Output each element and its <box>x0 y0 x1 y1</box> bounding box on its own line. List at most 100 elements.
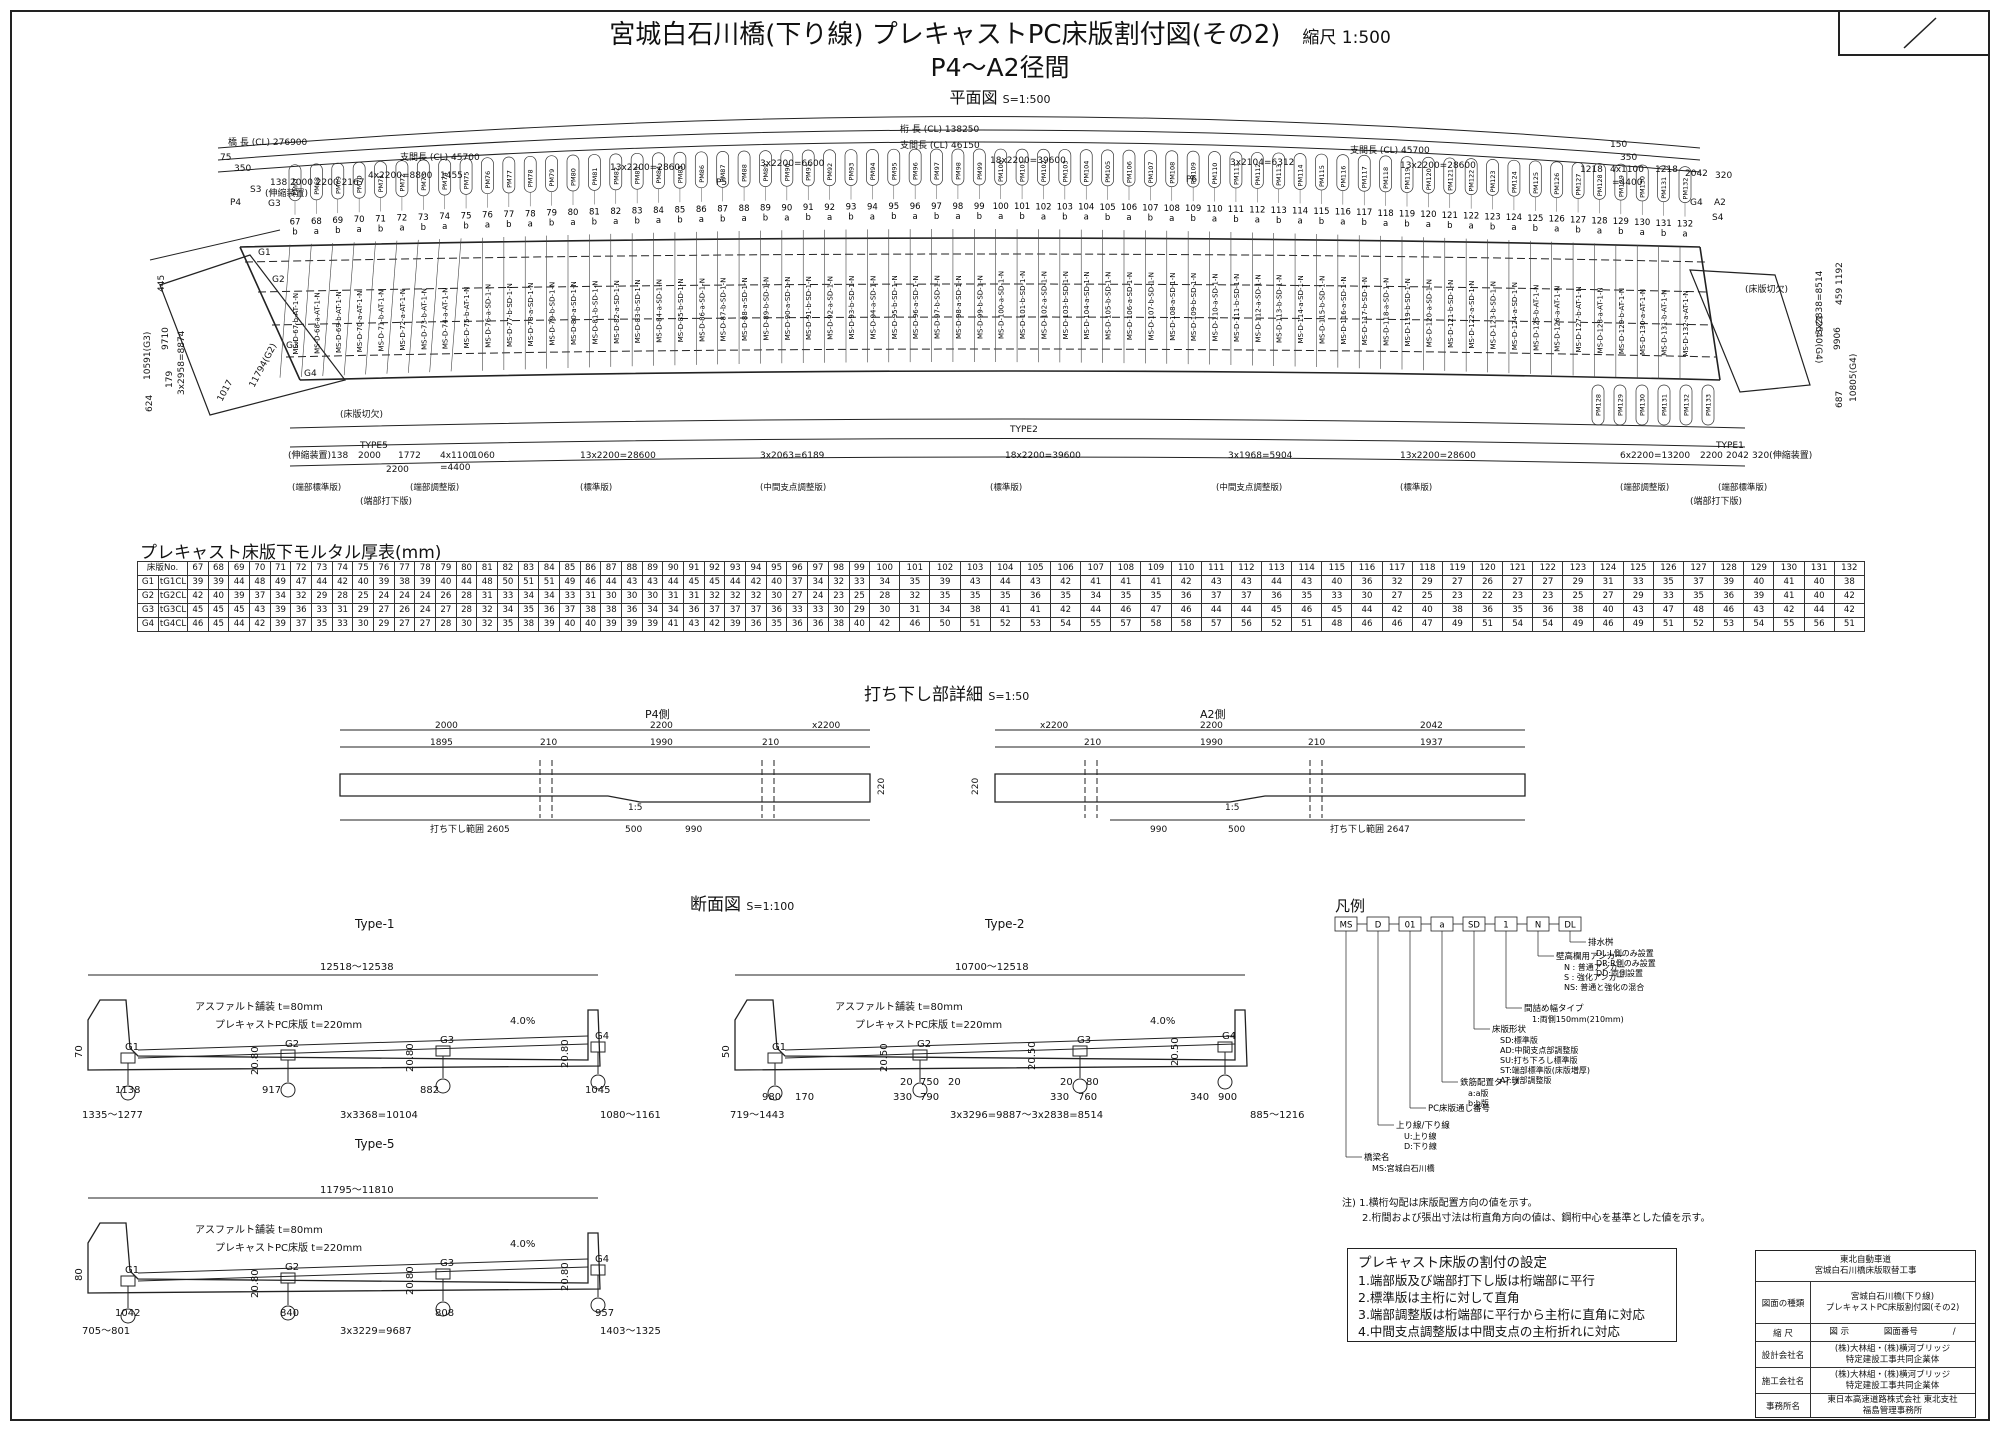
table-cell: 34 <box>497 603 519 618</box>
slab-code: MS-D-82-a-SD-1-N <box>613 280 621 344</box>
type5-haunch-2: 20.80 <box>560 1262 571 1291</box>
table-cell: 27 <box>373 603 395 618</box>
type2-dim-15: 20.50 <box>1170 1037 1181 1066</box>
slab-code: MS-D-98-a-SD-1-N <box>955 275 963 339</box>
table-header-cell: 88 <box>621 561 643 576</box>
legend-code-text: MS <box>1340 921 1353 931</box>
table-cell: 25 <box>1411 589 1443 604</box>
table-header-cell: 74 <box>331 561 354 576</box>
table-cell: 30 <box>827 603 850 618</box>
type1-bottom-1: 3x3368=10104 <box>340 1110 418 1121</box>
bottom-types-row: (端部標準版)(端部調整版)(標準版)(中間支点調整版)(標準版)(中間支点調整… <box>292 482 1767 493</box>
slab-divider <box>301 243 312 377</box>
legend-item-line: D:下り線 <box>1404 1141 1437 1151</box>
table-cell: 35 <box>1291 589 1323 604</box>
bottom-dim: 1060 <box>472 451 495 461</box>
dim-350a: 350 <box>234 164 251 174</box>
svg-text:PM91: PM91 <box>805 163 813 181</box>
pm-label: PM100 <box>994 148 1008 186</box>
type2-width: 10700～12518 <box>955 962 1029 973</box>
tb-design-label: 設計会社名 <box>1756 1342 1811 1367</box>
slab-number: 93 <box>846 203 857 213</box>
a2-mid-3: 1937 <box>1420 738 1443 748</box>
table-cell: 24 <box>807 589 829 604</box>
bottom-dim: 2042 <box>1726 451 1749 461</box>
support-A2: A2 <box>1714 198 1726 208</box>
a2-top-2: 2042 <box>1420 721 1443 731</box>
pm-label: PM114 <box>1293 153 1307 190</box>
table-cell: 43 <box>959 575 991 590</box>
support-P5: P5 <box>716 178 727 188</box>
slab-ab: b <box>378 224 383 234</box>
bottom-type: (標準版) <box>1400 482 1432 493</box>
table-cell: 38 <box>959 603 991 618</box>
table-cell: 37 <box>724 603 747 618</box>
table-cell: 36 <box>621 603 643 618</box>
svg-text:PM132: PM132 <box>1683 394 1691 416</box>
table-cell: 49 <box>559 575 581 590</box>
slab-number: 90 <box>781 203 792 213</box>
table-header-label: 床版No. <box>137 561 188 576</box>
slab-code: MS-D-87-b-SD-1-N <box>720 277 728 341</box>
table-cell: 36 <box>290 603 313 618</box>
table-cell: 43 <box>683 617 705 632</box>
table-cell: 27 <box>393 617 416 632</box>
slab-ab: b <box>1533 224 1538 234</box>
svg-text:PM127: PM127 <box>1575 174 1583 196</box>
table-cell: 40 <box>1411 603 1443 618</box>
table-cell: 58 <box>1140 617 1172 632</box>
legend-item-line: DR:R側のみ設置 <box>1596 958 1656 968</box>
table-cell: 47 <box>290 575 313 590</box>
table-cell: 29 <box>352 603 375 618</box>
right-dim-0: 12540(G4) <box>1813 315 1823 363</box>
legend-code-text: 01 <box>1405 921 1416 931</box>
table-cell: 39 <box>228 589 251 604</box>
row-girder: G1 <box>137 575 159 590</box>
a2-mid-0: 210 <box>1084 738 1101 748</box>
legend-item-head: 床版形状 <box>1492 1024 1527 1035</box>
legend-title: 凡例 <box>1335 897 1366 915</box>
tb-scale-label: 縮 尺 <box>1756 1324 1811 1341</box>
pm-label: PM102 <box>1037 148 1050 186</box>
legend-code-text: N <box>1535 921 1541 931</box>
slab-ab: b <box>763 214 768 224</box>
pm-label: PM88 <box>737 150 751 188</box>
slab-ab: a <box>913 212 918 222</box>
table-cell: 35 <box>1110 589 1142 604</box>
section-scale: S=1:100 <box>746 900 795 913</box>
dim-3x2200: 3x2200=6600 <box>760 159 825 169</box>
table-cell: 32 <box>827 575 850 590</box>
svg-text:PM94: PM94 <box>869 162 877 180</box>
svg-text:PM129: PM129 <box>1617 175 1625 197</box>
legend-item-line: 1:両側150mm(210mm) <box>1532 1014 1624 1024</box>
table-cell: 23 <box>827 589 850 604</box>
table-cell: 35 <box>497 617 519 632</box>
table-cell: 33 <box>559 589 581 604</box>
table-cell: 36 <box>765 603 788 618</box>
tb-kind-label: 図面の種類 <box>1756 1282 1811 1323</box>
type2-dim-9: 80 <box>1086 1077 1099 1088</box>
right-dim-5: 459 <box>1835 288 1845 305</box>
support-S4: S4 <box>1712 213 1724 223</box>
table-cell: 56 <box>1230 617 1263 632</box>
table-cell: 54 <box>1532 617 1564 632</box>
pm-label: PM126 <box>1550 161 1564 199</box>
table-cell: 52 <box>1260 617 1293 632</box>
revision-stamp-box <box>1838 10 1990 56</box>
table-header-cell: 105 <box>1019 561 1052 576</box>
slab-code: MS-D-83-b-SD-1-N <box>634 279 642 343</box>
type1-haunch-1: 20.80 <box>405 1043 416 1072</box>
table-cell: 24 <box>414 603 437 618</box>
slab-number: 67 <box>290 218 301 228</box>
rule-2: 2.標準版は主桁に対して直角 <box>1358 1290 1520 1305</box>
type1-dim-2: 882 <box>420 1085 439 1096</box>
bottom-dim-4400: =4400 <box>440 463 471 473</box>
slab-ab: b <box>1276 216 1281 226</box>
bottom-type: (中間支点調整版) <box>1216 482 1282 493</box>
slab-ab: a <box>784 213 789 223</box>
type1-dim-3: 1045 <box>585 1085 610 1096</box>
slab-code: MS-D-103-b-SD-1-N <box>1062 271 1070 339</box>
slab-number: 79 <box>546 209 557 219</box>
slab-number: 126 <box>1549 215 1565 225</box>
